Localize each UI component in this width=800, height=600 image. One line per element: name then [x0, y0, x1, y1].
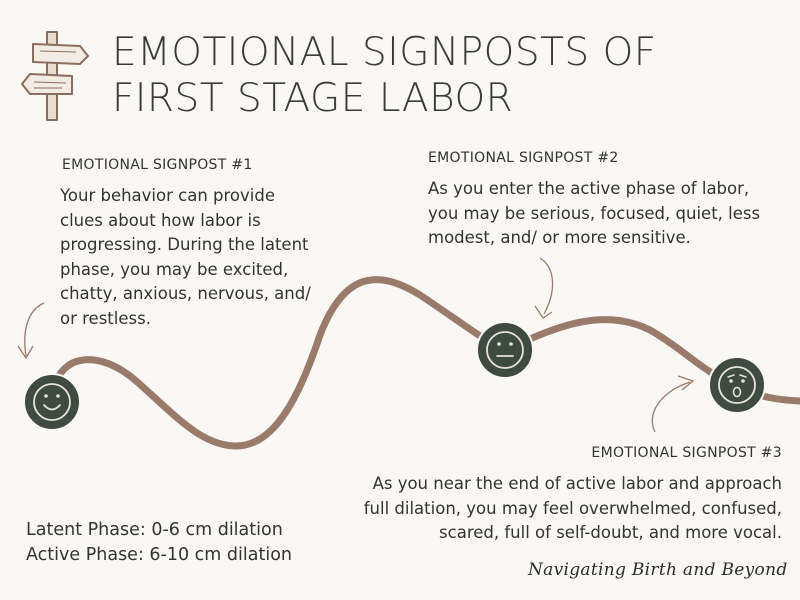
- signpost-2-line: As you enter the active phase of labor,: [428, 179, 750, 198]
- arrow-to-signpost-1: [17, 302, 45, 360]
- signpost-3-line: full dilation, you may feel overwhelmed,…: [363, 498, 782, 518]
- signpost-3-text: As you near the end of active labor and …: [332, 472, 782, 546]
- phase-legend: Latent Phase: 0-6 cm dilation Active Pha…: [26, 518, 292, 568]
- signpost-1-line: Your behavior can provide: [60, 186, 275, 205]
- title-line-1: EMOTIONAL SIGNPOSTS OF: [112, 30, 657, 75]
- title-line-2: FIRST STAGE LABOR: [112, 76, 514, 121]
- signpost-2-line: modest, and/ or more sensitive.: [428, 228, 691, 247]
- smiling-face-icon: [23, 373, 81, 431]
- signpost-1-line: chatty, anxious, nervous, and/: [60, 284, 311, 303]
- signpost-3-line: As you near the end of active labor and …: [372, 474, 782, 493]
- brand-signature: Navigating Birth and Beyond: [528, 560, 788, 580]
- signpost-3-heading: EMOTIONAL SIGNPOST #3: [591, 445, 782, 461]
- signpost-2-text: As you enter the active phase of labor, …: [428, 177, 800, 251]
- signpost-1-line: or restless.: [60, 308, 151, 328]
- page-title: EMOTIONAL SIGNPOSTS OF FIRST STAGE LABOR: [112, 30, 672, 122]
- signpost-1-heading: EMOTIONAL SIGNPOST #1: [62, 157, 253, 173]
- neutral-face-icon: [476, 321, 534, 379]
- signpost-3-line: scared, full of self-doubt, and more voc…: [439, 523, 782, 542]
- arrow-to-signpost-2: [534, 257, 554, 319]
- signpost-1-line: clues about how labor is: [60, 210, 261, 230]
- signpost-1-line: progressing. During the latent: [60, 235, 309, 254]
- worried-face-icon: [708, 356, 766, 414]
- signpost-2-line: you may be serious, focused, quiet, less: [428, 203, 761, 223]
- arrow-to-signpost-3: [651, 375, 695, 433]
- wave-path: [48, 276, 800, 450]
- signpost-1-line: phase, you may be excited,: [60, 259, 289, 279]
- signpost-1-text: Your behavior can provide clues about ho…: [60, 184, 360, 331]
- active-phase-label: Active Phase: 6-10 cm dilation: [26, 545, 292, 565]
- signpost-2-heading: EMOTIONAL SIGNPOST #2: [428, 150, 619, 166]
- latent-phase-label: Latent Phase: 0-6 cm dilation: [26, 520, 283, 540]
